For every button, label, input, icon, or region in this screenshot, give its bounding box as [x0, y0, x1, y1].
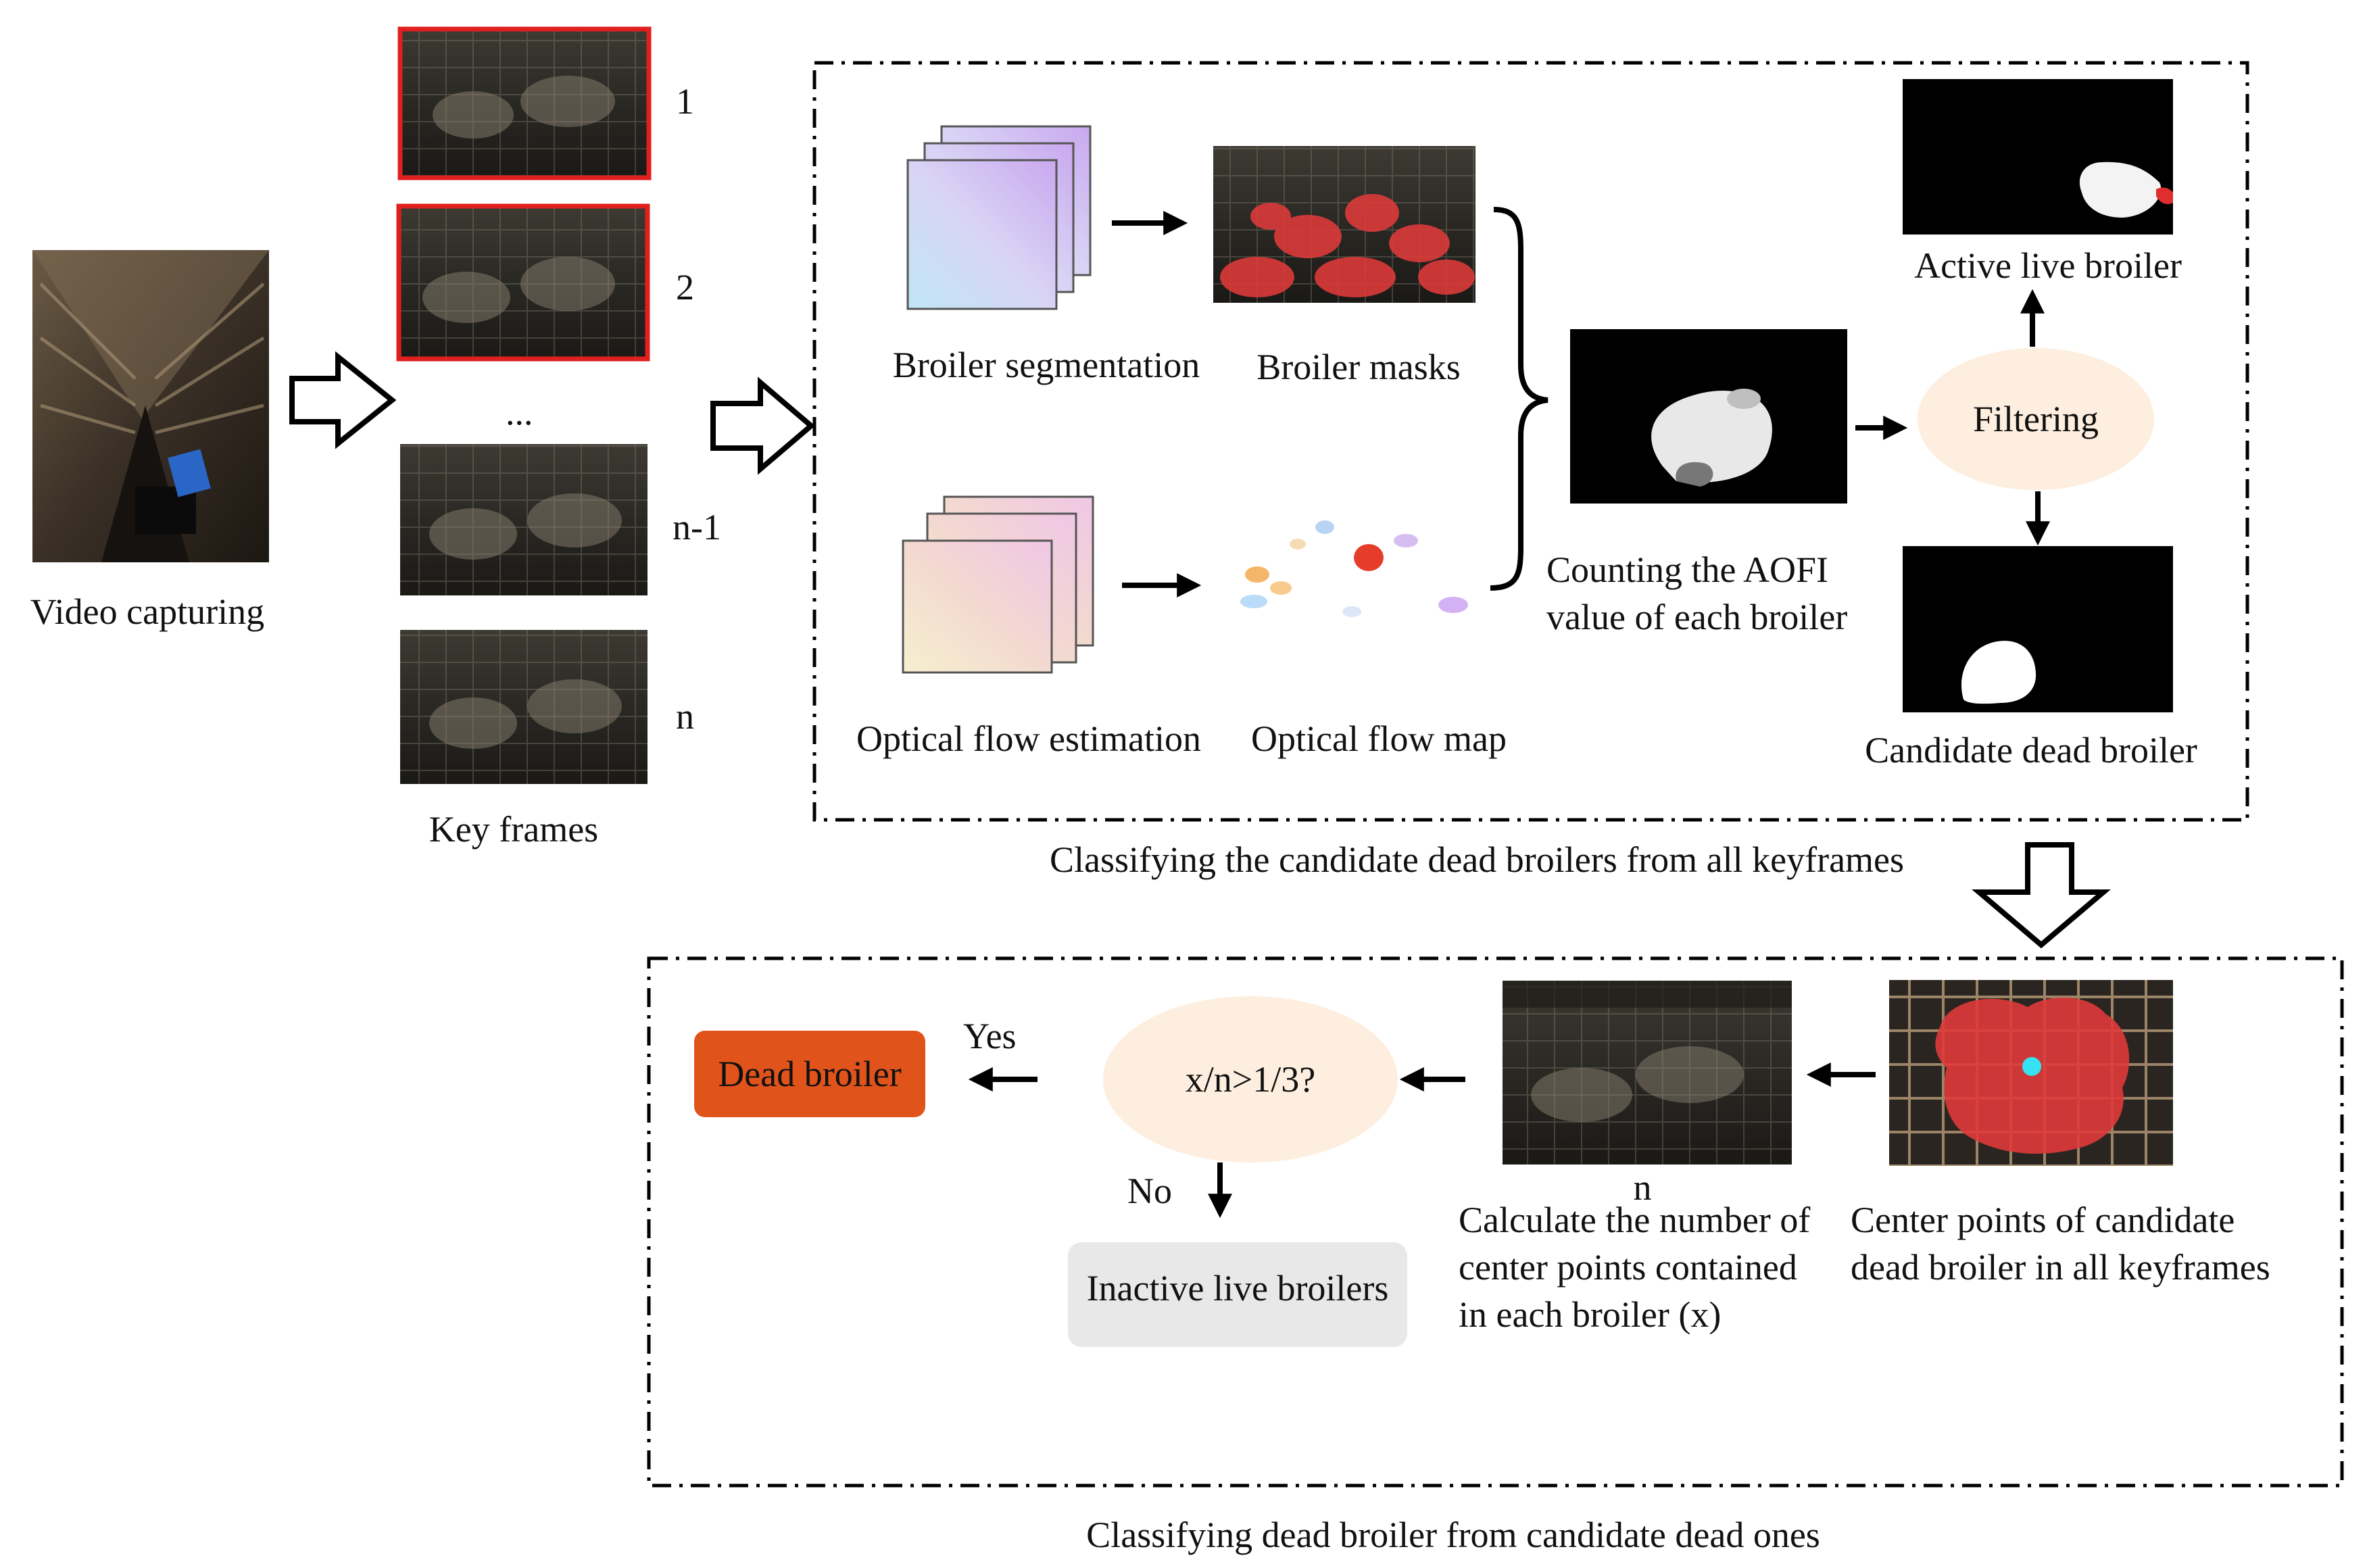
active-live-broiler-label: Active live broiler	[1914, 245, 2182, 286]
flow-estimation-icon	[902, 495, 1094, 674]
frame-index-1: 1	[676, 81, 694, 122]
stage2-frame-label: n	[1633, 1167, 1652, 1208]
center-points-image	[1889, 980, 2173, 1166]
filtering-node	[1918, 348, 2154, 490]
stage1-caption: Classifying the candidate dead broilers …	[1049, 839, 1905, 880]
merge-brace	[1490, 207, 1548, 591]
stage2-keyframe-image	[1503, 981, 1792, 1165]
candidate-dead-broiler-label: Candidate dead broiler	[1865, 730, 2197, 770]
keyframe-2	[396, 203, 650, 362]
video-capturing-label: Video capturing	[30, 591, 265, 632]
filtering-label: Filtering	[1973, 399, 2099, 439]
flow-arrow-2	[710, 376, 816, 475]
video-capture-image	[32, 250, 269, 562]
no-label: No	[1127, 1171, 1172, 1211]
segmentation-icon	[906, 125, 1092, 310]
flow-arrow-3	[1972, 842, 2111, 949]
stage2-frame	[647, 956, 2344, 1488]
active-live-broiler-image	[1903, 79, 2173, 235]
stage2-caption: Classifying dead broiler from candidate …	[1086, 1515, 1820, 1555]
dead-broiler-label: Dead broiler	[718, 1054, 902, 1094]
broiler-masks-image	[1213, 146, 1475, 303]
keyframe-n	[400, 630, 648, 784]
frame-index-2: 2	[676, 267, 694, 308]
frame-index-n: n	[676, 696, 694, 737]
decision-label: x/n>1/3?	[1185, 1059, 1316, 1100]
calc-label-line2: center points contained	[1459, 1247, 1797, 1288]
decision-node	[1103, 996, 1398, 1162]
inactive-broilers-label: Inactive live broilers	[1086, 1267, 1389, 1308]
frame-index-n-minus-1: n-1	[673, 507, 721, 547]
flow-estimation-label: Optical flow estimation	[856, 718, 1201, 759]
calc-label-line1: Calculate the number of	[1459, 1200, 1811, 1240]
calc-label-line3: in each broiler (x)	[1459, 1294, 1722, 1335]
flow-arrow-1	[289, 351, 397, 449]
center-points-label-line2: dead broiler in all keyframes	[1851, 1247, 2270, 1288]
optical-flow-map-image	[1222, 500, 1479, 649]
frame-ellipsis: ...	[506, 392, 533, 433]
center-points-label-line1: Center points of candidate	[1851, 1200, 2235, 1240]
aofi-label-line1: Counting the AOFI	[1546, 549, 1829, 590]
segmentation-label: Broiler segmentation	[892, 345, 1200, 385]
aofi-label-line2: value of each broiler	[1546, 597, 1848, 637]
keyframe-1	[397, 26, 652, 180]
candidate-dead-broiler-image	[1903, 546, 2173, 712]
broiler-masks-label: Broiler masks	[1256, 347, 1461, 387]
aofi-image	[1570, 329, 1847, 504]
flow-map-label: Optical flow map	[1251, 718, 1507, 759]
stage1-frame	[812, 61, 2249, 822]
keyframe-n-minus-1	[400, 444, 648, 595]
inactive-broilers-box	[1068, 1242, 1407, 1347]
dead-broiler-box	[694, 1031, 925, 1117]
key-frames-label: Key frames	[429, 809, 599, 850]
yes-label: Yes	[963, 1016, 1017, 1056]
